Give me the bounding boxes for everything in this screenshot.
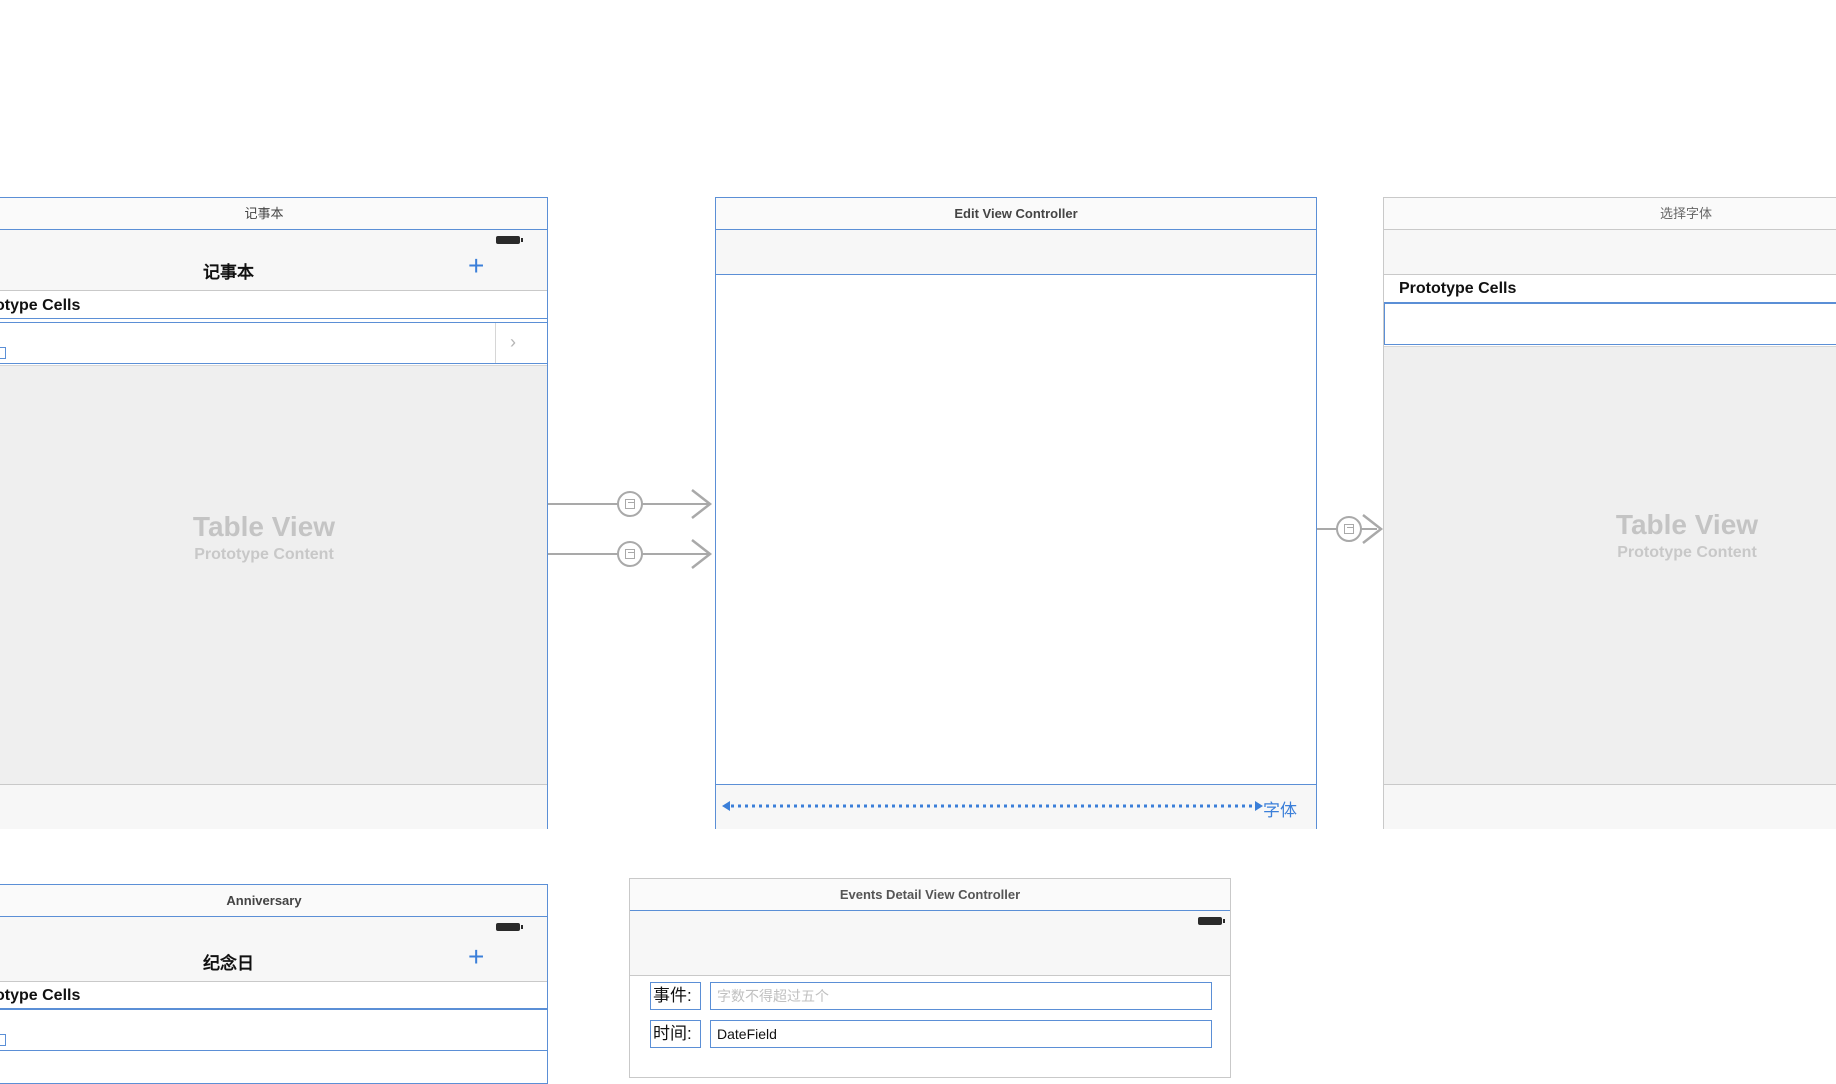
scene-events-detail-view-controller[interactable]: Events Detail View Controller 事件: 时间: Da…	[629, 878, 1231, 1078]
scene-anniversary[interactable]: Anniversary 纪念日 + Prototype Cells	[0, 884, 548, 1084]
prototype-cells-header: Prototype Cells	[1384, 275, 1836, 303]
toolbar[interactable]: 字体	[716, 784, 1316, 829]
navigation-bar[interactable]	[1384, 230, 1836, 275]
navigation-bar[interactable]	[630, 911, 1230, 976]
cell-content-label[interactable]	[0, 347, 6, 359]
scene-title[interactable]: 选择字体	[1384, 198, 1836, 230]
prototype-cells-header: Prototype Cells	[0, 292, 547, 319]
scene-choose-font[interactable]: 选择字体 Prototype Cells Table View Prototyp…	[1383, 197, 1836, 829]
flexible-space-arrow	[722, 801, 1263, 811]
segue-arrow-2	[691, 539, 713, 569]
accessory-divider	[495, 323, 496, 363]
segue-icon[interactable]	[617, 541, 643, 567]
scene-title[interactable]: Events Detail View Controller	[630, 879, 1230, 911]
table-view-title: Table View	[1615, 509, 1759, 540]
nav-title: 记事本	[203, 263, 254, 282]
segue-icon[interactable]	[1336, 516, 1362, 542]
segue-arrow-1	[691, 489, 713, 519]
scene-title[interactable]: Anniversary	[0, 885, 547, 917]
navigation-bar[interactable]: 纪念日 +	[0, 917, 547, 982]
table-view-subtitle: Prototype Content	[1617, 544, 1757, 561]
table-view[interactable]: Table View Prototype Content	[0, 365, 547, 784]
prototype-cells-label: Prototype Cells	[0, 987, 81, 1004]
prototype-cells-header: Prototype Cells	[0, 982, 547, 1009]
toolbar[interactable]	[0, 784, 547, 829]
battery-icon	[1198, 917, 1225, 925]
prototype-cells-label: Prototype Cells	[0, 297, 81, 314]
prototype-cell[interactable]	[1384, 303, 1836, 345]
date-field[interactable]: DateField	[710, 1020, 1212, 1048]
table-view-title: Table View	[192, 511, 336, 542]
prototype-cells-label: Prototype Cells	[1399, 280, 1517, 297]
navigation-bar[interactable]: 记事本 +	[0, 230, 547, 291]
battery-icon	[496, 923, 523, 931]
chevron-right-icon: ›	[510, 332, 516, 352]
scene-title[interactable]: Edit View Controller	[716, 198, 1316, 230]
nav-title: 纪念日	[203, 954, 254, 973]
add-button[interactable]: +	[468, 250, 485, 281]
scene-edit-view-controller[interactable]: Edit View Controller 字体	[715, 197, 1317, 829]
navigation-bar[interactable]	[716, 230, 1316, 275]
battery-icon	[496, 236, 523, 244]
segue-icon[interactable]	[617, 491, 643, 517]
event-label: 事件:	[650, 982, 701, 1010]
prototype-cell[interactable]: ›	[0, 322, 547, 364]
scene-notebook[interactable]: 记事本 记事本 + Prototype Cells › Table View P…	[0, 197, 548, 829]
table-view-subtitle: Prototype Content	[194, 546, 334, 563]
segue-arrow-3	[1362, 514, 1384, 544]
scene-title[interactable]: 记事本	[0, 198, 547, 230]
event-input[interactable]	[710, 982, 1212, 1010]
time-label: 时间:	[650, 1020, 701, 1048]
table-view[interactable]: Table View Prototype Content	[1384, 346, 1836, 784]
prototype-cell[interactable]	[0, 1009, 547, 1051]
text-view[interactable]	[716, 275, 1316, 781]
font-button[interactable]: 字体	[1263, 801, 1297, 820]
add-button[interactable]: +	[468, 941, 485, 972]
cell-content-label[interactable]	[0, 1034, 6, 1046]
toolbar[interactable]	[1384, 784, 1836, 829]
